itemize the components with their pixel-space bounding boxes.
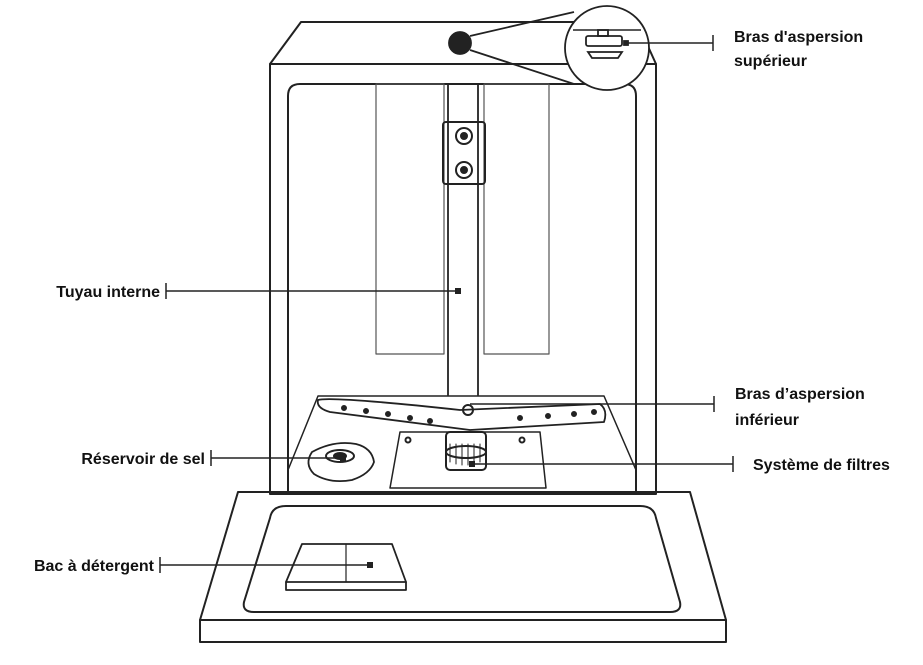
salt-reservoir-shape (307, 442, 375, 483)
cabinet-body (269, 63, 657, 495)
pipe-connector (442, 121, 486, 185)
leader-inner-pipe (165, 283, 458, 299)
leader-salt (210, 450, 343, 466)
interior-tub (287, 83, 637, 493)
inner-pipe-shape (447, 83, 479, 396)
label-upper-spray-arm-line2: supérieur (734, 53, 807, 70)
upper-spray-arm-zoom (448, 5, 650, 91)
connector-hole-bottom (455, 161, 473, 179)
label-lower-spray-arm-line1: Bras d’aspersion (735, 386, 865, 403)
lower-spray-arm-shape (316, 398, 607, 431)
label-detergent-tray: Bac à détergent (34, 558, 155, 575)
label-salt-reservoir: Réservoir de sel (81, 451, 205, 468)
label-filter-system: Système de filtres (753, 457, 890, 474)
door-inner (242, 505, 682, 613)
tub-floor (287, 395, 637, 471)
label-lower-spray-arm-line2: inférieur (735, 412, 799, 429)
label-inner-pipe: Tuyau interne (56, 284, 160, 301)
leader-lower-arm (470, 396, 715, 412)
back-panel-right (483, 83, 550, 355)
leader-filter (472, 456, 734, 472)
filter-platform (389, 431, 547, 489)
leader-detergent (159, 557, 371, 573)
connector-hole-top (455, 127, 473, 145)
label-upper-spray-arm-line1: Bras d'aspersion (734, 29, 863, 46)
back-panel-left (375, 83, 445, 355)
leader-upper-arm (626, 35, 714, 51)
